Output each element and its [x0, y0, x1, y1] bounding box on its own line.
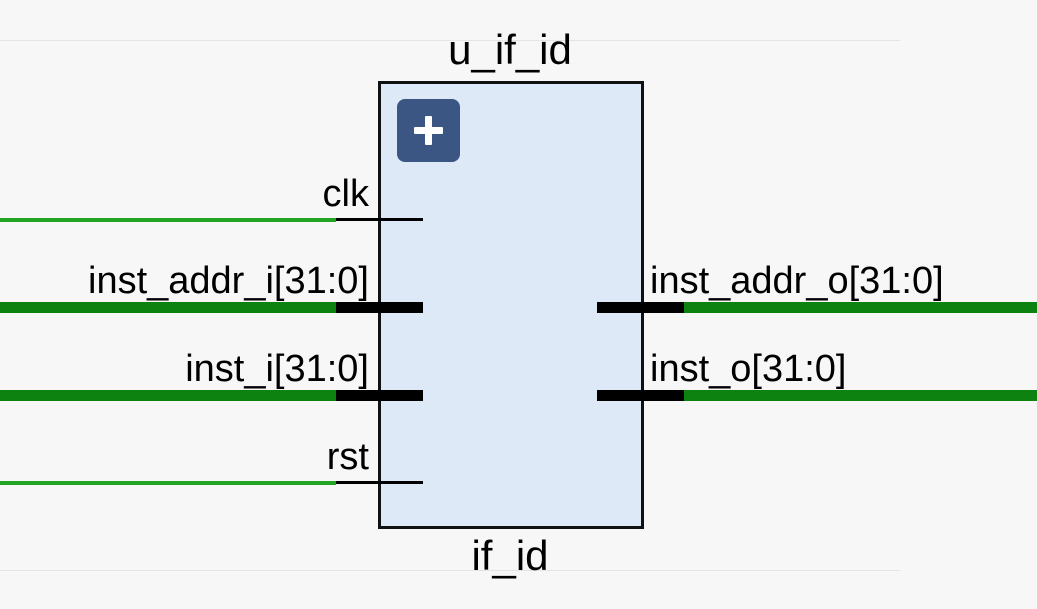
port-label-clk: clk — [322, 173, 369, 215]
port-label-inst-addr-i: inst_addr_i[31:0] — [88, 260, 369, 302]
inst-addr-i-pin[interactable] — [336, 302, 423, 313]
clk-pin[interactable] — [336, 218, 423, 221]
port-label-inst-addr-o: inst_addr_o[31:0] — [650, 260, 944, 302]
module-name: if_id — [471, 532, 549, 579]
rst-pin[interactable] — [336, 481, 423, 484]
expand-hierarchy-button[interactable] — [397, 99, 460, 162]
port-label-rst: rst — [326, 436, 369, 478]
inst-addr-i-wire[interactable] — [0, 302, 336, 313]
inst-i-pin[interactable] — [336, 390, 423, 401]
inst-o-wire[interactable] — [684, 390, 1037, 401]
background-grid-line — [0, 570, 900, 571]
inst-o-pin[interactable] — [597, 390, 684, 401]
port-label-inst-i: inst_i[31:0] — [185, 348, 369, 390]
clk-wire[interactable] — [0, 218, 336, 222]
inst-addr-o-wire[interactable] — [684, 302, 1037, 313]
instance-name: u_if_id — [448, 26, 572, 73]
rst-wire[interactable] — [0, 481, 336, 485]
port-label-inst-o: inst_o[31:0] — [650, 348, 847, 390]
inst-i-wire[interactable] — [0, 390, 336, 401]
inst-addr-o-pin[interactable] — [597, 302, 684, 313]
background-grid-line — [0, 40, 900, 41]
